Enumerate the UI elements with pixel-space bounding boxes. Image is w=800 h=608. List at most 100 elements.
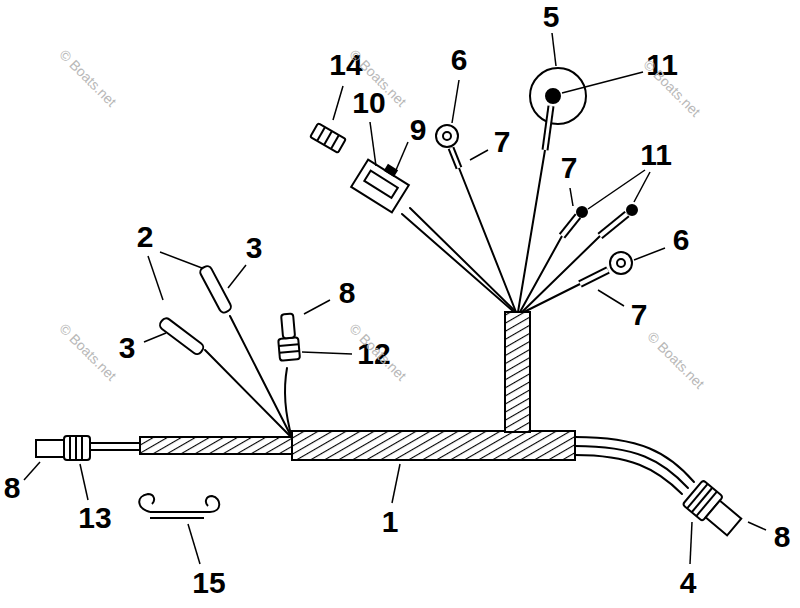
terminal-sleeve xyxy=(600,214,627,236)
cable-clip xyxy=(139,494,219,518)
ring-terminal-hole xyxy=(617,259,625,267)
watermark: © Boats.net xyxy=(645,329,707,391)
wire xyxy=(575,455,682,494)
callout-number: 4 xyxy=(680,568,697,598)
terminal-sleeve xyxy=(451,148,459,168)
grommet-rib xyxy=(81,436,83,460)
terminal-sleeve xyxy=(580,270,608,284)
callout-number: 8 xyxy=(4,473,21,503)
plug xyxy=(281,314,295,339)
terminal-sleeve xyxy=(199,264,233,314)
plug xyxy=(706,501,742,536)
grommet xyxy=(278,337,300,361)
connector-clip xyxy=(324,131,332,145)
leader-line xyxy=(370,122,376,166)
leader-line xyxy=(188,524,200,564)
leader-line xyxy=(588,170,645,209)
connector-clip xyxy=(310,123,346,153)
watermark: © Boats.net xyxy=(347,321,409,383)
callout-number: 6 xyxy=(451,45,468,75)
terminal-sleeve xyxy=(600,214,627,236)
grommet xyxy=(64,436,90,460)
wire xyxy=(524,284,580,312)
leader-line xyxy=(634,248,665,260)
harness-trunk xyxy=(292,431,575,460)
callout-number: 8 xyxy=(774,522,791,552)
callout-number: 9 xyxy=(410,115,427,145)
terminal-sleeve xyxy=(158,316,205,356)
wire xyxy=(90,442,140,444)
eyelet xyxy=(546,89,560,103)
leader-line xyxy=(598,290,624,306)
leader-line xyxy=(570,188,573,206)
leader-line xyxy=(333,86,343,120)
connector-clip xyxy=(317,127,325,141)
connector-housing xyxy=(351,160,409,213)
harness-sleeve xyxy=(140,437,292,454)
callout-number: 7 xyxy=(494,127,511,157)
wire xyxy=(459,168,516,312)
terminal-sleeve xyxy=(451,148,459,168)
leader-line xyxy=(634,172,650,202)
pin-terminal xyxy=(577,207,587,217)
wire xyxy=(205,350,292,438)
ground-disc xyxy=(530,68,586,124)
leader-line xyxy=(452,80,459,123)
connector-clip xyxy=(331,135,339,149)
callout-number: 10 xyxy=(352,88,385,118)
leader-line xyxy=(304,300,330,314)
callout-number: 1 xyxy=(382,507,399,537)
terminal-sleeve xyxy=(545,106,551,150)
ring-terminal xyxy=(436,125,458,147)
wire xyxy=(90,449,140,451)
wire xyxy=(522,236,600,312)
leader-line xyxy=(80,464,88,500)
watermark: © Boats.net xyxy=(57,47,119,109)
callout-number: 8 xyxy=(339,278,356,308)
callout-number: 3 xyxy=(246,233,263,263)
grommet-rib xyxy=(69,436,71,460)
ring-terminal xyxy=(610,252,632,274)
callout-number: 7 xyxy=(561,153,578,183)
leader-line xyxy=(148,256,163,300)
wire xyxy=(285,368,292,438)
grommet-rib xyxy=(279,344,299,346)
leader-line xyxy=(748,522,766,530)
callout-number: 11 xyxy=(640,140,672,170)
leader-line xyxy=(552,33,556,66)
plug xyxy=(36,440,64,457)
callout-number: 15 xyxy=(192,568,225,598)
leader-line xyxy=(392,464,400,503)
leader-line xyxy=(144,333,166,342)
callout-number: 13 xyxy=(78,503,111,533)
callout-number: 6 xyxy=(673,225,690,255)
leader-line xyxy=(24,462,40,480)
leader-line xyxy=(228,265,246,288)
terminal-sleeve xyxy=(545,106,551,150)
leader-line xyxy=(302,352,352,354)
wire xyxy=(410,208,516,312)
leader-line xyxy=(562,72,643,93)
grommet-rib xyxy=(279,351,299,353)
ring-terminal-hole xyxy=(443,132,451,140)
wire xyxy=(518,150,545,312)
wire xyxy=(520,236,562,312)
leader-line xyxy=(396,142,408,170)
pin-terminal xyxy=(627,205,637,215)
terminal-sleeve xyxy=(562,216,578,236)
callout-number: 5 xyxy=(543,2,560,32)
callout-number: 3 xyxy=(119,333,136,363)
watermark: © Boats.net xyxy=(57,321,119,383)
harness-branch xyxy=(505,312,530,432)
connector-latch xyxy=(385,165,397,175)
terminal-sleeve xyxy=(562,216,578,236)
leader-line xyxy=(470,150,488,160)
grommet-rib xyxy=(75,436,77,460)
terminal-sleeve xyxy=(580,270,608,284)
leader-line xyxy=(160,252,202,268)
callout-number: 2 xyxy=(137,222,154,252)
callout-number: 7 xyxy=(631,300,648,330)
wire xyxy=(575,446,688,488)
leader-line xyxy=(690,522,692,564)
